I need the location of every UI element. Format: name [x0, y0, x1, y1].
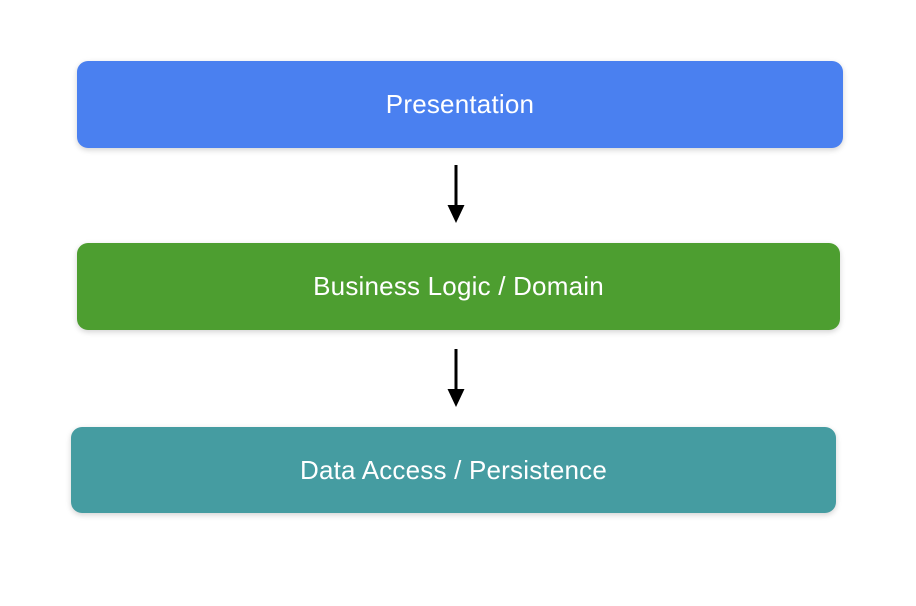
- down-arrow-icon: [447, 165, 465, 223]
- layer-label-business-logic: Business Logic / Domain: [313, 271, 604, 301]
- layer-label-presentation: Presentation: [385, 89, 535, 119]
- layer-label-data-access: Data Access / Persistence: [299, 454, 608, 485]
- down-arrow-icon: [447, 349, 465, 407]
- layer-box-data-access: Data Access / Persistence: [71, 427, 836, 513]
- layer-box-business-logic: Business Logic / Domain: [77, 243, 840, 330]
- layer-box-presentation: Presentation: [77, 61, 843, 148]
